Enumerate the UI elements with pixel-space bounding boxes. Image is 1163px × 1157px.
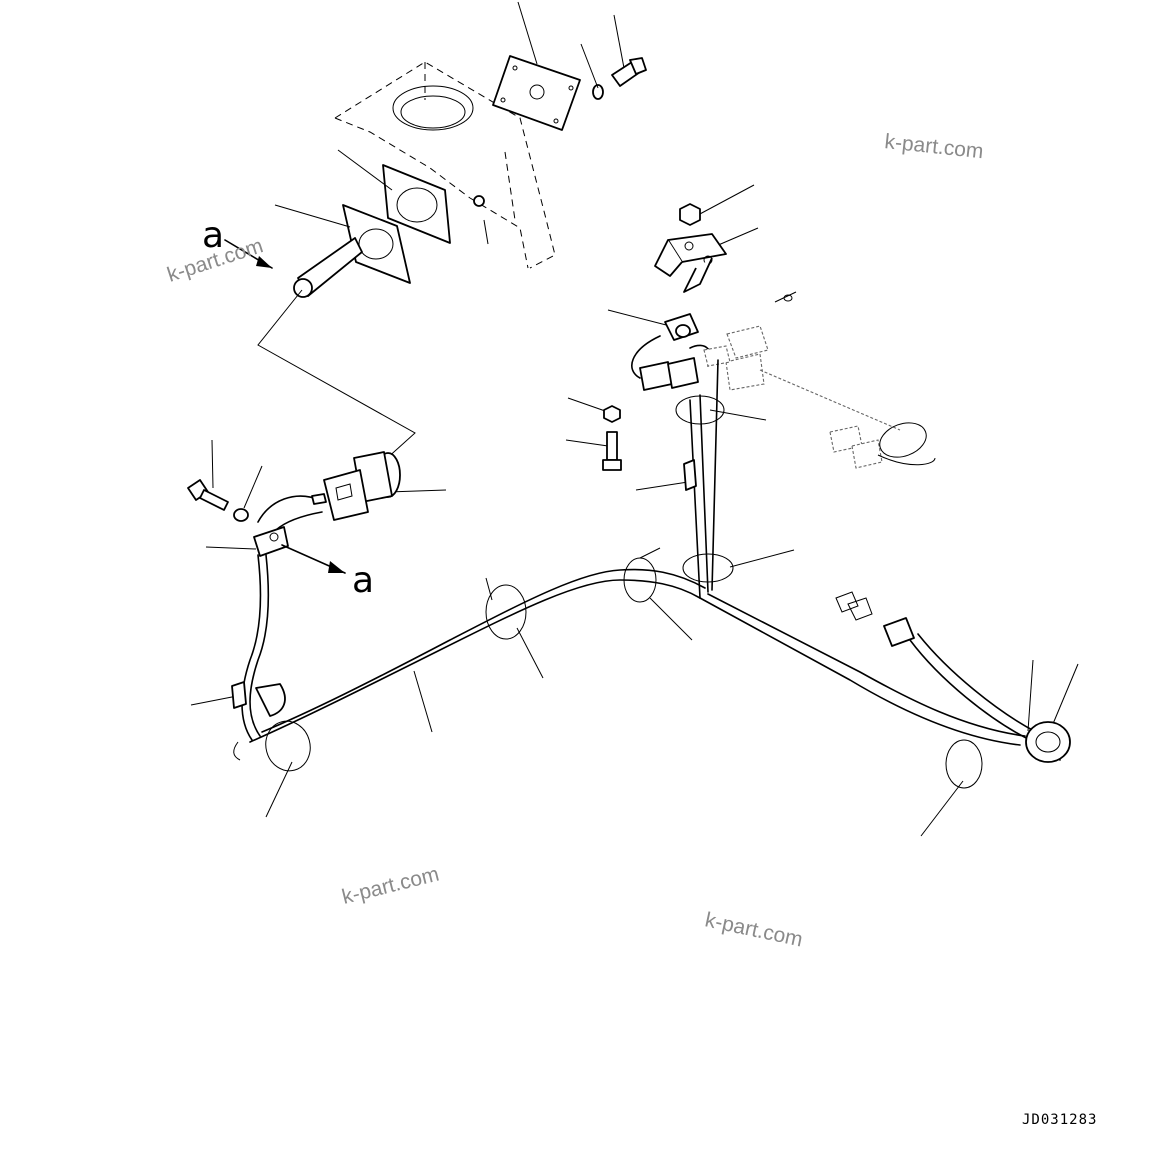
leader-lines — [190, 1, 1079, 837]
switch-knob — [323, 451, 401, 521]
drawing-code: JD031283 — [1022, 1112, 1097, 1128]
relay-assembly — [631, 291, 797, 391]
mounting-plate — [492, 55, 581, 131]
reference-arrow-top — [224, 239, 273, 269]
gasket — [382, 164, 451, 244]
nut-right-top — [679, 203, 701, 226]
wire-harness — [241, 359, 1061, 761]
watermark-bottom-left: k-part.com — [340, 863, 442, 909]
reference-arrow-bottom — [281, 544, 346, 574]
bolt-left — [187, 479, 229, 511]
watermark-bottom-right: k-part.com — [703, 908, 805, 951]
relay-bracket — [654, 233, 727, 293]
cable-clamps — [231, 395, 1071, 789]
connector-right-end — [835, 591, 915, 647]
bolt-top — [611, 57, 647, 87]
terminal-clip — [253, 526, 289, 557]
switch-wires — [257, 493, 327, 531]
watermark-top-right: k-part.com — [883, 130, 984, 163]
connector-right-ghost — [759, 369, 936, 469]
flange-bracket — [293, 204, 411, 298]
nut-small — [473, 195, 485, 207]
nut-middle — [603, 405, 621, 423]
panel-housing — [334, 61, 556, 269]
washer-left — [233, 508, 249, 522]
bolt-middle — [602, 431, 622, 471]
reference-label-top: a — [202, 215, 224, 256]
washer-top — [592, 84, 604, 100]
reference-label-bottom: a — [352, 560, 374, 601]
